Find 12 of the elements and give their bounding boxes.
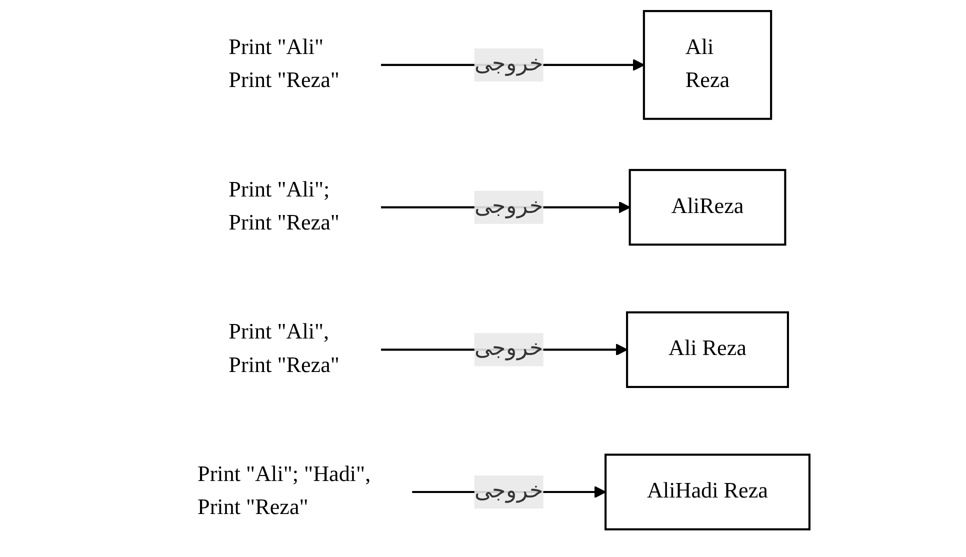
node-box: AliReza bbox=[629, 168, 786, 246]
edge-label: خروجی bbox=[474, 480, 544, 504]
node-box: Ali Reza bbox=[643, 10, 772, 120]
node-box: AliHadi Reza bbox=[604, 454, 811, 530]
node-text: Print "Ali", Print "Reza" bbox=[228, 320, 340, 378]
edge-label: خروجی bbox=[474, 337, 544, 361]
node-text: Print "Ali"; Print "Reza" bbox=[228, 178, 340, 235]
edge-label: خروجی bbox=[474, 52, 544, 76]
node-text: Print "Ali" Print "Reza" bbox=[228, 36, 340, 93]
node-box: Ali Reza bbox=[626, 311, 790, 388]
node-text: Print "Ali"; "Hadi", Print "Reza" bbox=[198, 463, 371, 520]
edge-label: خروجی bbox=[474, 194, 544, 218]
